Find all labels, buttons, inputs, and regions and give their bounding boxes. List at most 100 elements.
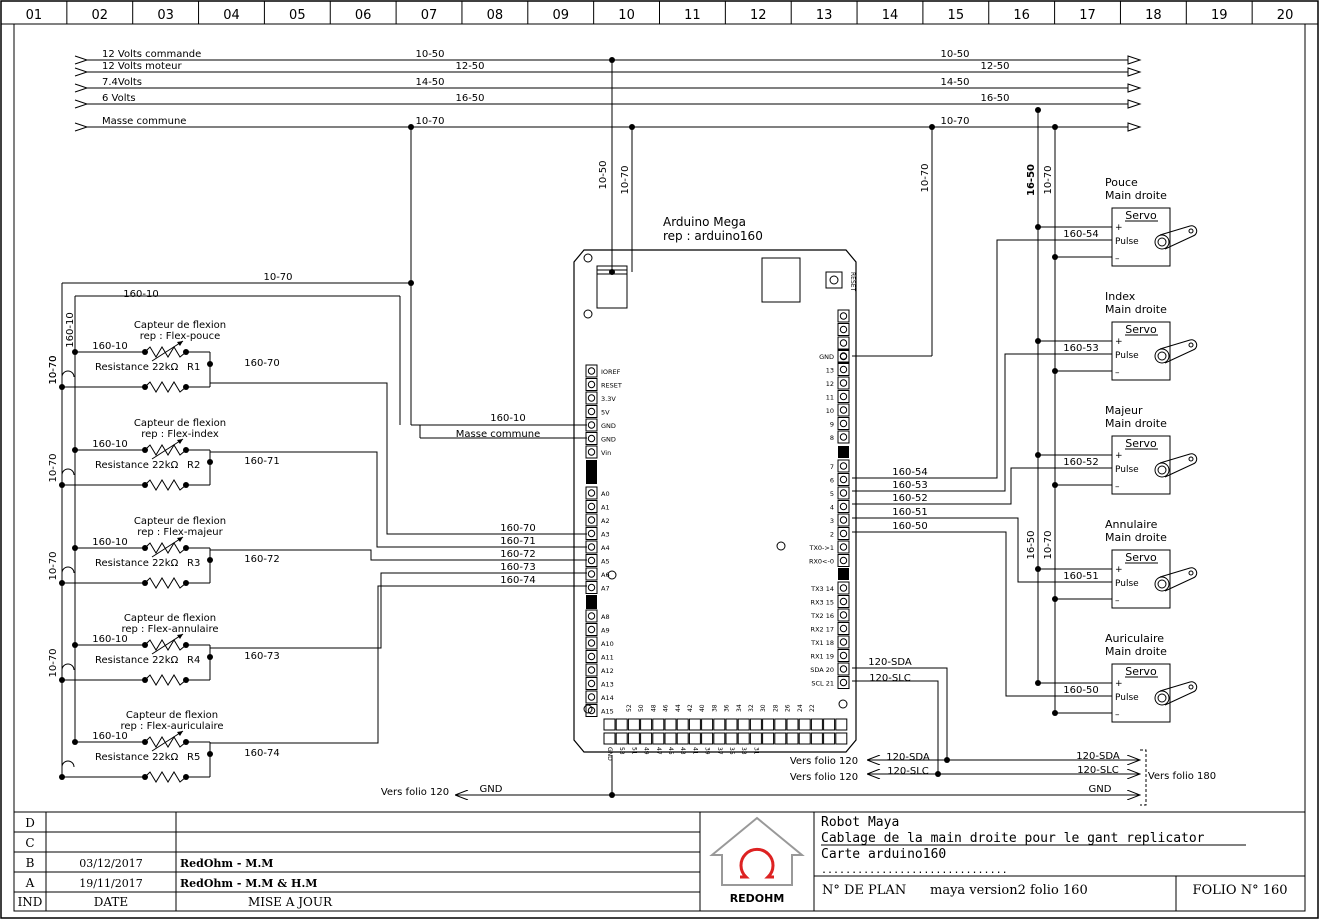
pin [837, 363, 850, 376]
pin [837, 540, 850, 554]
sda-wire [852, 667, 948, 760]
pin [837, 676, 850, 689]
revision-letter: A [25, 876, 35, 890]
pin [627, 718, 640, 731]
pin-label: SCL 21 [811, 680, 834, 688]
flex-arrow-head [177, 341, 183, 346]
pin-hole [587, 543, 596, 551]
pin-label: A14 [601, 694, 614, 702]
bus-ref-right: 14-50 [940, 77, 969, 88]
pin-hole [587, 516, 596, 524]
pin-label: 47 [655, 747, 662, 755]
resistor-name: R4 [187, 655, 200, 666]
wire-label: 160-72 [500, 549, 535, 560]
pin [774, 718, 787, 731]
mounting-hole [607, 570, 617, 580]
servo-horn-hub [1154, 576, 1170, 592]
pin-hole [839, 502, 848, 511]
pin [837, 459, 850, 473]
pin-hole [839, 611, 848, 619]
pin [810, 732, 823, 745]
revision-description: RedOhm - M.M [180, 857, 273, 870]
sensor-title: Capteur de flexion [134, 320, 226, 331]
pin-label: SDA 20 [810, 666, 834, 674]
pin [664, 718, 677, 731]
fixed-resistor [144, 771, 187, 783]
servo-minus: – [1115, 254, 1120, 264]
pin [585, 636, 598, 650]
analog-wire [210, 549, 587, 561]
resistor-label: Resistance 22kΩ [95, 460, 179, 471]
servo-minus: – [1115, 710, 1120, 720]
wire-label: 10-70 [48, 648, 59, 677]
servo-label: Servo [1125, 209, 1157, 222]
pin [627, 732, 640, 745]
column-number: 11 [684, 8, 701, 23]
pin [585, 690, 598, 704]
junction-dot [609, 792, 615, 798]
servo-horn-inner [1157, 237, 1167, 247]
pin-label: 8 [830, 434, 834, 442]
revision-description: RedOhm - M.M & H.M [180, 877, 317, 890]
pin [585, 432, 598, 445]
pin [713, 718, 726, 731]
pin [837, 417, 850, 430]
servo-horn-inner [1157, 465, 1167, 475]
pin-label: A0 [601, 490, 610, 498]
pin-hole [839, 433, 848, 441]
pin-hole [587, 421, 596, 429]
wire-label: 120-SDA [868, 657, 912, 668]
pin-label: 3 [830, 517, 834, 525]
servo-pulse: Pulse [1115, 465, 1139, 475]
pin-hole [587, 434, 596, 443]
wire-label: 10-50 [598, 160, 609, 189]
wire-label: 160-51 [892, 507, 927, 518]
bus-ref-left: 10-50 [415, 49, 444, 60]
servo-horn-hole [1188, 342, 1194, 348]
flex-resistor [144, 542, 187, 554]
pin-label: 6 [830, 477, 834, 485]
pin-label: 7 [830, 463, 834, 471]
junction-dot [1035, 452, 1041, 458]
board-outline [573, 249, 857, 753]
pin [585, 364, 598, 378]
junction-dot [1052, 482, 1058, 488]
flex-resistor [144, 346, 187, 358]
logo-text: REDOHM [730, 892, 785, 905]
pin-label: A1 [601, 504, 610, 512]
bus-end-arrow [1127, 99, 1142, 109]
servo-body [1111, 435, 1171, 495]
wire-label: 160-10 [65, 312, 76, 347]
servo-horn-arm [1159, 339, 1198, 364]
servo-horn-arm [1159, 225, 1198, 250]
revision-letter: B [26, 856, 35, 870]
servo-body [1111, 207, 1171, 267]
pin-hole [839, 392, 848, 401]
pin [585, 554, 598, 567]
pin-label: 35 [728, 747, 735, 755]
bus-end-arrow [1127, 55, 1142, 65]
pin-hole [587, 448, 596, 456]
wire-label: 160-71 [244, 456, 279, 467]
mounting-hole [583, 253, 593, 263]
wire-label: 160-52 [892, 493, 927, 504]
reset-button-knob [829, 275, 839, 285]
resistor-name: R3 [187, 558, 200, 569]
pin-hole [839, 516, 848, 524]
pin [837, 350, 850, 363]
pin-hole [587, 666, 596, 674]
pin [585, 609, 598, 623]
wire-label: 10-70 [48, 355, 59, 384]
pin-hole [587, 639, 596, 647]
column-number: 20 [1277, 8, 1294, 23]
arduino-title: Arduino Mega [663, 215, 746, 229]
sensor-rep: rep : Flex-pouce [140, 331, 221, 342]
pin-hole [587, 502, 596, 511]
pin-label: TX2 16 [810, 612, 834, 620]
mounting-hole [583, 704, 593, 714]
pin-hole [839, 651, 848, 660]
